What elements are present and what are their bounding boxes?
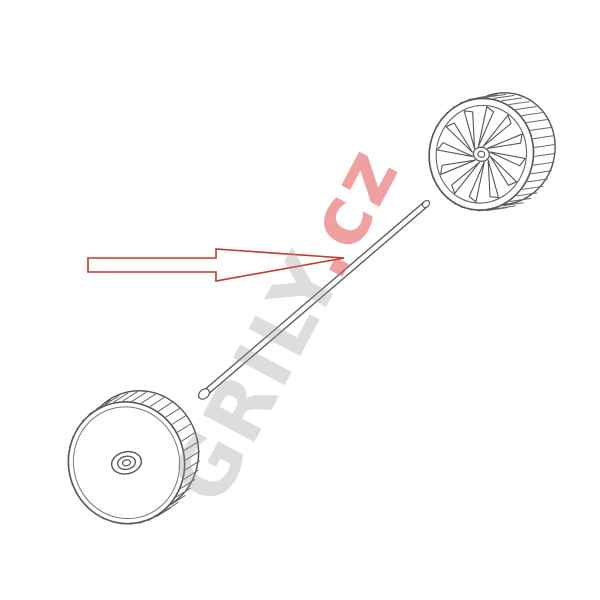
tread-block: [509, 197, 531, 202]
tread-block: [176, 487, 192, 498]
tread-block: [526, 178, 549, 183]
rear-wheel: [428, 92, 556, 212]
axle-rod: [197, 200, 431, 400]
outline-arrow-icon: [87, 248, 345, 282]
tread-block: [515, 105, 537, 111]
tread-block: [516, 192, 538, 197]
tread-block: [183, 441, 199, 451]
tread-block: [185, 460, 201, 471]
wheel-spoke: [489, 155, 518, 187]
tread-block: [156, 507, 172, 518]
tread-block: [165, 407, 181, 418]
tread-block: [185, 450, 201, 461]
wheel-spoke: [486, 133, 523, 149]
tread-block: [522, 185, 544, 190]
tread-block: [533, 161, 555, 166]
tread-block: [149, 396, 165, 407]
tread-block: [486, 207, 508, 212]
wheel-spoke: [445, 122, 474, 153]
tread-block: [476, 94, 498, 99]
tread-block: [521, 112, 543, 117]
tread-block: [530, 126, 552, 131]
wheel-spoke: [439, 159, 476, 176]
tread-block: [530, 170, 552, 175]
tread-block: [113, 392, 129, 403]
tread-block: [534, 152, 556, 157]
tread-block: [96, 399, 112, 410]
wheel-spoke: [477, 105, 495, 147]
tread-block: [180, 478, 196, 489]
tread-block: [122, 391, 138, 402]
tread-block: [501, 97, 523, 102]
tread-block: [526, 119, 548, 124]
tread-block: [131, 391, 147, 402]
wheel-spoke: [482, 114, 512, 147]
tread-block: [157, 401, 173, 412]
tread-block: [532, 135, 555, 140]
tread-block: [493, 94, 515, 99]
tread-block: [177, 422, 193, 433]
tread-block: [534, 143, 556, 149]
tread-block: [163, 501, 179, 512]
wheel-spoke: [436, 141, 474, 158]
tread-block: [104, 395, 120, 406]
tread-block: [183, 469, 199, 480]
tread-block: [170, 495, 186, 506]
tread-block: [484, 93, 507, 98]
tread-block: [140, 393, 156, 404]
tread-block: [171, 414, 187, 425]
tread-block: [181, 431, 197, 442]
front-wheel: [67, 390, 201, 525]
tread-block: [508, 101, 530, 106]
wheel-spoke: [489, 151, 527, 167]
wheel-spoke: [451, 161, 481, 195]
wheel-spoke: [487, 159, 500, 199]
tread-block: [502, 202, 524, 207]
wheel-spoke: [463, 110, 476, 149]
wheel-spoke: [468, 161, 485, 203]
